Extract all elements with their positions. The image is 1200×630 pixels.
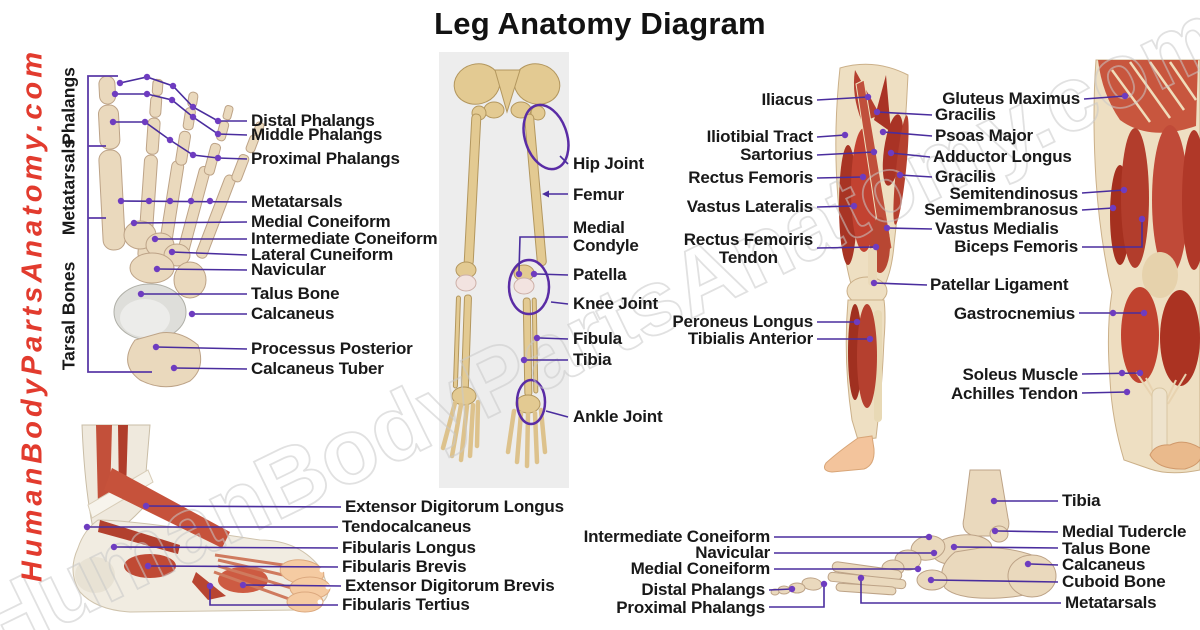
group-label-phalangs: Phalangs <box>58 67 79 145</box>
femur-arrowhead <box>542 190 549 198</box>
label-knee-joint: Knee Joint <box>573 294 658 313</box>
marker-dots-lateral-foot <box>788 497 1032 593</box>
calcaneus-shape <box>127 332 202 388</box>
ankle-joint-circle <box>515 378 547 426</box>
patella-left <box>455 274 477 292</box>
group-label-tarsal-bones: Tarsal Bones <box>58 261 79 371</box>
label-extensor-digitorum-brevis: Extensor Digitorum Brevis <box>345 576 555 595</box>
leader-lines <box>83 73 1148 608</box>
label-gluteus-maximus: Gluteus Maximus <box>942 89 1080 108</box>
label-lat-cuboid-bone: Cuboid Bone <box>1062 572 1166 591</box>
leg-muscles-front-illustration <box>824 63 909 473</box>
knee-joint-circle <box>507 258 551 316</box>
marker-dots-middle <box>870 92 1148 396</box>
label-lat-distal-phalangs: Distal Phalangs <box>641 580 765 599</box>
label-soleus-muscle: Soleus Muscle <box>962 365 1079 384</box>
label-distal-phalangs: Distal Phalangs <box>251 111 375 130</box>
label-adductor-longus: Adductor Longus <box>933 147 1072 166</box>
marker-dots-foot-muscles <box>83 502 247 590</box>
label-fibula: Fibula <box>573 329 622 348</box>
label-processus-posterior: Processus Posterior <box>251 339 413 358</box>
label-tibialis-anterior: Tibialis Anterior <box>687 329 813 348</box>
foot-bones-lateral-illustration <box>770 469 1057 599</box>
label-intermediate-coneiform: Intermediate Coneiform <box>251 229 438 248</box>
label-semitendinosus: Semitendinosus <box>949 184 1078 203</box>
marker-dots-dorsal-foot <box>109 73 222 372</box>
label-patellar-ligament: Patellar Ligament <box>930 275 1069 294</box>
label-vastus-lateralis: Vastus Lateralis <box>686 197 813 216</box>
label-talus-bone: Talus Bone <box>251 284 340 303</box>
label-extensor-digitorum-longus: Extensor Digitorum Longus <box>345 497 564 516</box>
label-lat-tibia: Tibia <box>1062 491 1101 510</box>
label-lat-talus-bone: Talus Bone <box>1062 539 1151 558</box>
label-proximal-phalangs: Proximal Phalangs <box>251 149 400 168</box>
label-gastrocnemius: Gastrocnemius <box>953 304 1075 323</box>
label-medial-coneiform: Medial Coneiform <box>251 212 391 231</box>
label-lat-medial-coneiform: Medial Coneiform <box>630 559 771 578</box>
leg-skeleton-illustration <box>440 63 570 469</box>
label-femur: Femur <box>573 185 624 204</box>
label-fibularis-longus: Fibularis Longus <box>342 538 476 557</box>
label-iliotibial-tract: Iliotibial Tract <box>706 127 814 146</box>
label-lat-metatarsals: Metatarsals <box>1065 593 1157 612</box>
hip-joint-circle <box>522 103 570 171</box>
foot-bones-dorsal-illustration <box>97 75 265 388</box>
label-metatarsals: Metatarsals <box>251 192 343 211</box>
label-sartorius: Sartorius <box>740 145 813 164</box>
label-rectus-femoris: Rectus Femoris <box>688 168 813 187</box>
leg-muscles-back-illustration <box>1093 59 1200 474</box>
label-patella: Patella <box>573 265 627 284</box>
label-calcaneus-tuber: Calcaneus Tuber <box>251 359 384 378</box>
label-tibia: Tibia <box>573 350 612 369</box>
label-ankle-joint: Ankle Joint <box>573 407 663 426</box>
label-gracilis-1: Gracilis <box>935 105 996 124</box>
label-psoas-major: Psoas Major <box>935 126 1033 145</box>
label-gracilis-2: Gracilis <box>935 167 996 186</box>
label-calcaneus: Calcaneus <box>251 304 335 323</box>
label-lat-navicular: Navicular <box>695 543 770 562</box>
label-rectus-femoris-tendon: Rectus Femoiris Tendon <box>683 230 813 268</box>
page-title: Leg Anatomy Diagram <box>434 6 766 41</box>
label-lat-calcaneus: Calcaneus <box>1062 555 1146 574</box>
label-peroneus-longus: Peroneus Longus <box>672 312 813 331</box>
label-middle-phalangs: Middle Phalangs <box>251 125 383 144</box>
label-vastus-medialis: Vastus Medialis <box>935 219 1059 238</box>
label-biceps-femoris: Biceps Femoris <box>954 237 1078 256</box>
site-name-vertical: HumanBodyPartsAnatomy.com <box>16 47 49 583</box>
label-semimembranosus: Semimembranosus <box>924 200 1078 219</box>
marker-dots-front-muscles <box>841 93 880 343</box>
label-lat-medial-tudercle: Medial Tudercle <box>1062 522 1187 541</box>
label-fibularis-brevis: Fibularis Brevis <box>342 557 467 576</box>
marker-dots-skeleton <box>515 270 541 364</box>
label-lateral-cuneiform: Lateral Cuneiform <box>251 245 394 264</box>
label-tendocalcaneus: Tendocalcaneus <box>342 517 472 536</box>
label-lat-proximal-phalangs: Proximal Phalangs <box>616 598 765 617</box>
label-navicular: Navicular <box>251 260 326 279</box>
patella-right <box>513 277 535 295</box>
label-iliacus: Iliacus <box>761 90 813 109</box>
label-medial-condyle: Medial Condyle <box>573 218 639 256</box>
group-label-metatarsals: Metatarsals <box>58 138 79 236</box>
label-lat-intermediate-coneiform: Intermediate Coneiform <box>583 527 771 546</box>
label-hip-joint: Hip Joint <box>573 154 644 173</box>
label-achilles-tendon: Achilles Tendon <box>950 384 1078 403</box>
label-fibularis-tertius: Fibularis Tertius <box>342 595 470 614</box>
group-bracket <box>87 75 152 373</box>
